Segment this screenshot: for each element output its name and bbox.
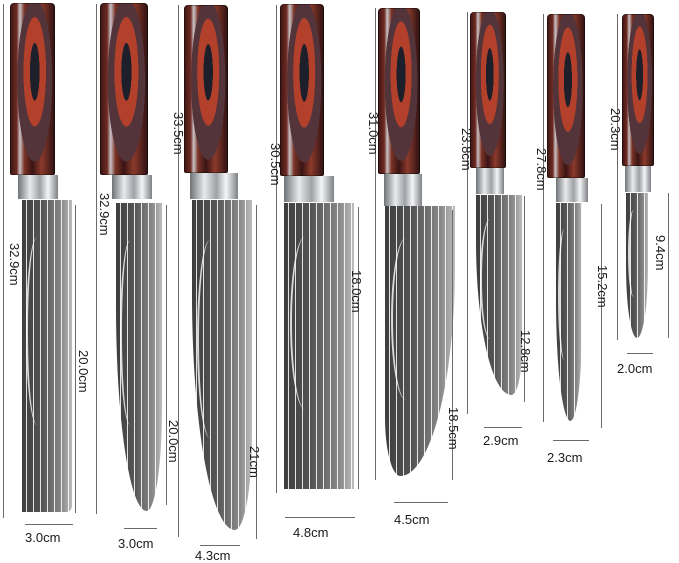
total-length-line [375, 8, 376, 480]
knife-blade [192, 200, 252, 530]
knife-handle [10, 3, 55, 175]
knife-blade [626, 193, 648, 338]
blade-length-line [668, 193, 669, 338]
knife-bolster [625, 166, 651, 192]
total-length-line [543, 14, 544, 422]
knife-handle [184, 5, 228, 173]
blade-length-label: 12.8cm [518, 330, 533, 373]
blade-length-line [452, 210, 453, 480]
blade-width-line [394, 502, 448, 503]
knife-blade [284, 203, 354, 489]
blade-width-line [484, 427, 522, 428]
total-length-label: 20.3cm [608, 108, 623, 151]
blade-length-label: 18.0cm [349, 270, 364, 313]
blade-width-label: 4.5cm [394, 512, 430, 527]
total-length-line [617, 14, 618, 340]
total-length-line [276, 5, 277, 493]
blade-width-label: 2.3cm [547, 450, 583, 465]
knife-blade [385, 206, 455, 476]
knife-bolster [556, 178, 588, 202]
blade-width-label: 2.9cm [483, 433, 519, 448]
knife-handle [280, 4, 324, 176]
knife-handle [622, 14, 654, 166]
blade-width-line [627, 353, 653, 354]
blade-length-label: 18.5cm [446, 407, 461, 450]
blade-width-line [124, 528, 157, 529]
knife-bolster [476, 168, 504, 194]
blade-width-label: 4.8cm [293, 525, 329, 540]
blade-width-label: 3.0cm [25, 530, 61, 545]
knife-bolster [190, 173, 238, 199]
blade-width-label: 2.0cm [617, 361, 653, 376]
blade-length-label: 21cm [247, 446, 262, 478]
blade-width-line [25, 524, 73, 525]
total-length-label: 30.5cm [268, 143, 283, 186]
knife-blade [476, 195, 522, 395]
knife-blade [116, 203, 162, 511]
blade-length-line [166, 205, 167, 505]
knife-handle [470, 12, 506, 168]
total-length-line [96, 4, 97, 514]
knife-handle [378, 8, 420, 174]
total-length-line [3, 4, 4, 518]
blade-length-label: 15.2cm [595, 265, 610, 308]
knife-bolster [18, 175, 58, 199]
blade-length-line [256, 205, 257, 539]
blade-width-line [200, 545, 240, 546]
total-length-line [467, 12, 468, 414]
total-length-label: 27.8cm [534, 148, 549, 191]
knife-bolster [284, 176, 334, 202]
knife-bolster [384, 174, 422, 206]
knife-handle [547, 14, 585, 178]
blade-length-label: 20.0cm [76, 350, 91, 393]
total-length-line [178, 5, 179, 537]
total-length-label: 33.5cm [171, 112, 186, 155]
knife-bolster [112, 175, 152, 199]
blade-width-line [553, 440, 589, 441]
total-length-label: 32.9cm [7, 243, 22, 286]
blade-length-line [601, 204, 602, 428]
total-length-label: 23.8cm [459, 128, 474, 171]
blade-width-label: 3.0cm [118, 536, 154, 551]
knife-handle [100, 3, 148, 175]
knife-blade [556, 203, 582, 421]
blade-width-line [285, 517, 355, 518]
blade-length-label: 9.4cm [653, 235, 668, 271]
total-length-label: 32.9cm [97, 193, 112, 236]
blade-width-label: 4.3cm [195, 548, 231, 563]
total-length-label: 31.0cm [366, 112, 381, 155]
blade-length-line [358, 207, 359, 489]
knife-blade [22, 200, 72, 512]
blade-length-line [75, 205, 76, 513]
blade-length-line [524, 196, 525, 402]
